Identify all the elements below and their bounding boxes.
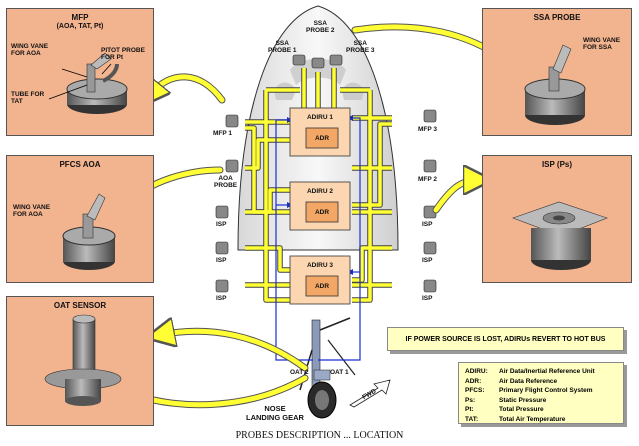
isp-label-right-1: ISP — [422, 221, 433, 228]
adr-2-label: ADR — [314, 209, 330, 216]
legend-row: Ps:Static Pressure — [465, 396, 547, 404]
oat-2-label: OAT 2 — [290, 369, 309, 376]
adiru-units — [289, 107, 351, 305]
isp-label-left-1: ISP — [216, 221, 227, 228]
adr-3-label: ADR — [314, 283, 330, 290]
adr-1-label: ADR — [314, 135, 330, 142]
isp-label-left-2: ISP — [216, 257, 227, 264]
mfp-1-label: MFP 1 — [213, 130, 233, 137]
isp-label-right-3: ISP — [422, 295, 433, 302]
mfp-tube-label: TUBE FOR TAT — [11, 91, 45, 105]
isp-label-right-2: ISP — [422, 257, 433, 264]
mfp-3-label: MFP 3 — [418, 126, 438, 133]
legend-row: ADIRU:Air Data/Inertial Reference Unit — [465, 368, 595, 375]
pfcs-aoa-panel: PFCS AOA WING VANE FOR AOA — [6, 155, 154, 283]
fwd-arrow-shape — [349, 379, 391, 408]
mfp-wing-vane-label: WING VANE FOR AOA — [11, 43, 49, 57]
page-caption: PROBES DESCRIPTION ... LOCATION — [235, 430, 404, 441]
mfp-panel-title: MFP — [71, 13, 89, 22]
mfp-panel-subtitle: (AOA, TAT, Pt) — [56, 23, 104, 30]
isp-panel-title: ISP (Ps) — [541, 160, 573, 169]
pfcs-wing-vane-label: WING VANE FOR AOA — [13, 204, 51, 218]
legend-row: TAT:Total Air Temperature — [465, 415, 566, 423]
adiru-3-label: ADIRU 3 — [306, 262, 333, 269]
ssa-probe-panel: SSA PROBE WING VANE FOR SSA — [482, 8, 632, 136]
adiru-1-label: ADIRU 1 — [306, 114, 333, 121]
isp-label-left-3: ISP — [216, 295, 227, 302]
oat-sensor-panel-title: OAT SENSOR — [53, 301, 107, 310]
probe-icons — [215, 54, 437, 293]
oat-sensor-drawing — [44, 314, 122, 406]
adiru-2-label: ADIRU 2 — [306, 188, 333, 195]
legend-row: PFCS:Primary Flight Control System — [465, 387, 593, 394]
ssa-probe-1-label: SSA PROBE 1 — [268, 40, 297, 54]
ssa-probe-drawing — [524, 44, 586, 125]
aoa-probe-label: AOA PROBE — [214, 175, 238, 189]
mfp-2-label: MFP 2 — [418, 176, 438, 183]
mfp-probe-drawing — [48, 52, 128, 114]
oat-sensor-panel: OAT SENSOR — [6, 296, 154, 426]
pfcs-aoa-panel-title: PFCS AOA — [59, 160, 101, 169]
nose-landing-gear-label: NOSE LANDING GEAR — [246, 404, 304, 422]
legend-row: ADR:Air Data Reference — [465, 377, 558, 385]
mfp-panel: MFP (AOA, TAT, Pt) WING VANE FOR AOA PIT… — [6, 8, 154, 136]
legend-row: Pt:Total Pressure — [465, 406, 544, 413]
mfp-pitot-probe-label: PITOT PROBE FOR Pt — [101, 47, 145, 61]
ssa-wing-vane-label: WING VANE FOR SSA — [583, 37, 621, 51]
ssa-probe-3-label: SSA PROBE 3 — [346, 40, 375, 54]
ssa-probe-2-label: SSA PROBE 2 — [306, 20, 335, 34]
oat-1-label: OAT 1 — [330, 369, 349, 376]
abbreviations-legend: ADIRU:Air Data/Inertial Reference Unit A… — [458, 362, 624, 424]
isp-drawing — [512, 201, 608, 270]
ssa-probe-panel-title: SSA PROBE — [533, 13, 581, 22]
isp-panel: ISP (Ps) — [482, 155, 632, 283]
power-source-note: IF POWER SOURCE IS LOST, ADIRUs REVERT T… — [387, 327, 624, 351]
wiring-buses-fill — [245, 68, 392, 302]
pfcs-aoa-drawing — [62, 193, 116, 270]
